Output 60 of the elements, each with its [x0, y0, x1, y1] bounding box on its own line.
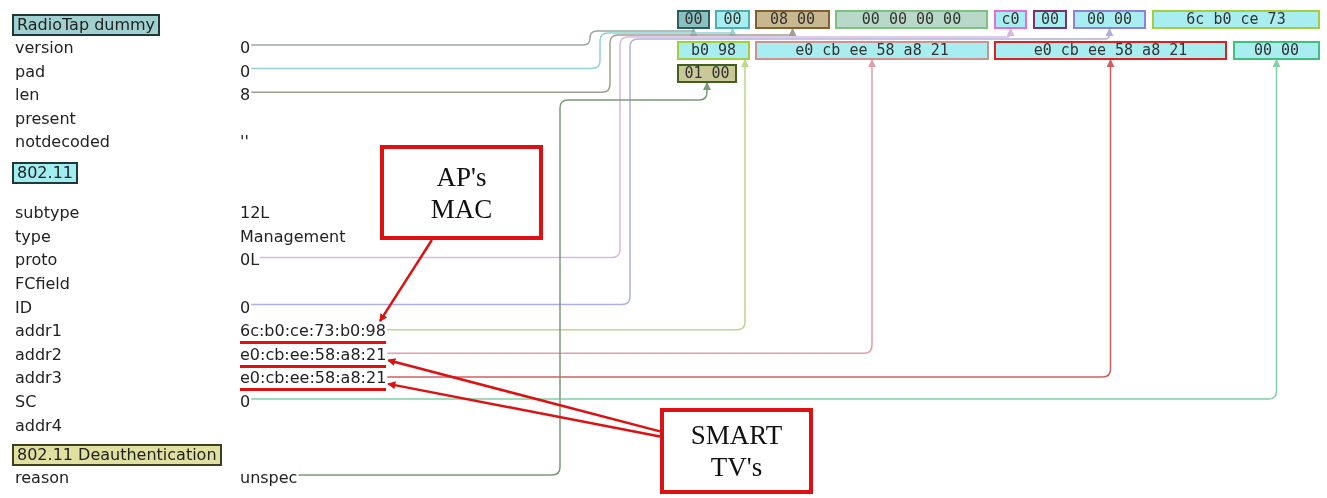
- hex-bytes-box: 00: [677, 10, 710, 29]
- arrow: [378, 239, 433, 323]
- arrow: [387, 381, 661, 438]
- hex-bytes-box: e0 cb ee 58 a8 21: [994, 41, 1227, 60]
- arrow: [387, 358, 661, 433]
- field-name: notdecoded: [15, 132, 110, 153]
- field-name: FCfield: [15, 274, 70, 294]
- field-value: 0: [240, 61, 251, 82]
- arrow: [386, 59, 876, 355]
- field-name: addr1: [15, 321, 62, 342]
- callout-box: SMART TV's: [660, 408, 813, 494]
- field-value: 12L: [240, 203, 270, 224]
- hex-bytes-box: 00: [715, 10, 750, 29]
- field-name: proto: [15, 250, 58, 271]
- field-name: addr2: [15, 344, 62, 365]
- field-value: e0:cb:ee:58:a8:21: [240, 344, 387, 368]
- field-name: type: [15, 226, 51, 247]
- arrow: [386, 59, 749, 331]
- layer-header: 802.11: [12, 162, 78, 184]
- hex-bytes-box: 00 00: [1073, 10, 1146, 29]
- layer-header: RadioTap dummy: [12, 14, 161, 36]
- field-name: addr3: [15, 368, 62, 389]
- field-name: version: [15, 38, 74, 58]
- arrow: [297, 82, 711, 476]
- hex-bytes-box: 00 00: [1233, 41, 1320, 60]
- field-name: pad: [15, 61, 46, 82]
- hex-bytes-box: 00: [1033, 10, 1067, 29]
- arrow: [250, 28, 1114, 306]
- field-value: 0: [240, 297, 251, 318]
- callout-box: AP's MAC: [380, 145, 543, 240]
- hex-bytes-box: 00 00 00 00: [835, 10, 988, 29]
- field-name: SC: [15, 392, 37, 412]
- field-value: unspec: [240, 468, 298, 488]
- hex-bytes-box: 01 00: [677, 64, 737, 83]
- field-value: '': [240, 132, 249, 153]
- arrow: [259, 28, 1015, 259]
- hex-bytes-box: c0: [994, 10, 1027, 29]
- field-value: 0L: [240, 250, 260, 271]
- field-name: len: [15, 85, 40, 106]
- arrow: [250, 28, 737, 70]
- arrow: [386, 59, 1115, 378]
- hex-bytes-box: b0 98: [677, 41, 750, 60]
- hex-bytes-box: 08 00: [755, 10, 830, 29]
- layer-header: 802.11 Deauthentication: [12, 444, 222, 466]
- field-value: 6c:b0:ce:73:b0:98: [240, 321, 386, 345]
- field-value: e0:cb:ee:58:a8:21: [240, 368, 387, 392]
- field-value: 0: [240, 38, 251, 58]
- arrow: [250, 28, 797, 93]
- field-name: subtype: [15, 203, 80, 224]
- arrow: [250, 28, 698, 46]
- arrow: [250, 59, 1281, 400]
- field-value: 0: [240, 392, 251, 412]
- field-name: present: [15, 108, 76, 129]
- field-name: addr4: [15, 415, 62, 436]
- field-value: 8: [240, 85, 251, 106]
- field-name: reason: [15, 468, 70, 488]
- field-name: ID: [15, 297, 33, 318]
- hex-bytes-box: e0 cb ee 58 a8 21: [755, 41, 989, 60]
- hex-bytes-box: 6c b0 ce 73: [1152, 10, 1320, 29]
- field-value: Management: [240, 226, 346, 247]
